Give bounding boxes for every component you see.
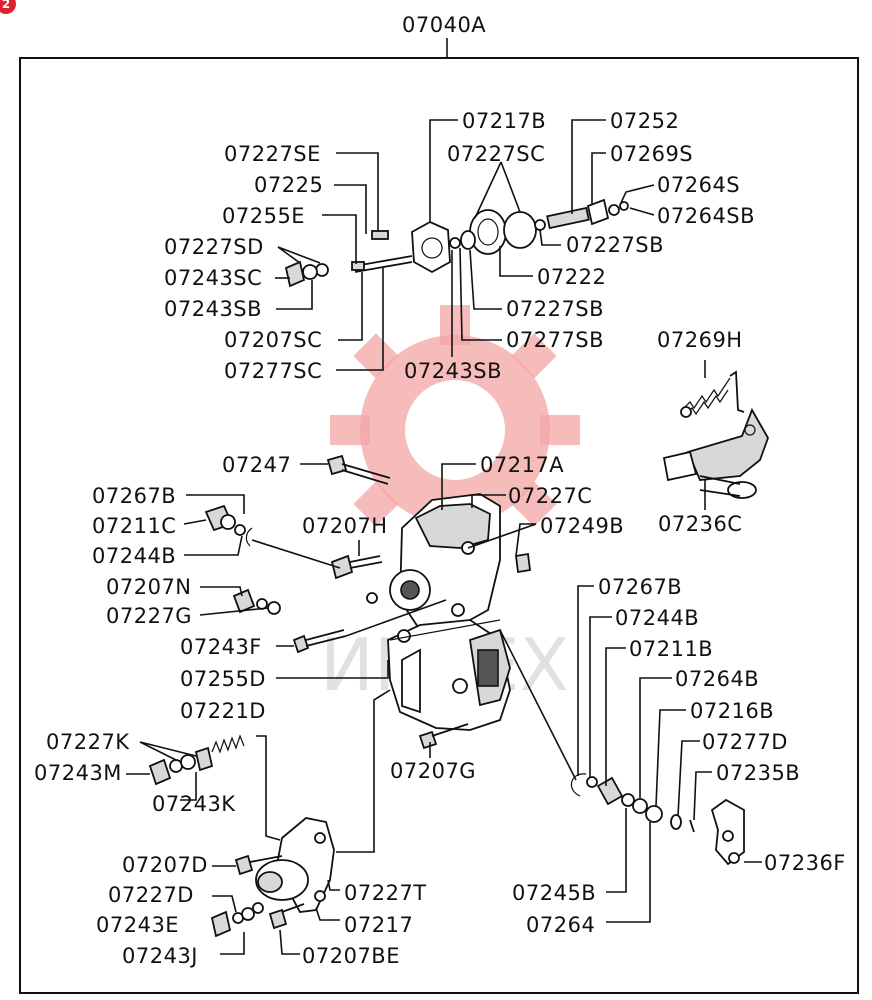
top-leader-lines xyxy=(275,119,655,371)
label-07227K: 07227K xyxy=(46,730,130,754)
label-07217B: 07217B xyxy=(462,109,546,133)
label-07277SB: 07277SB xyxy=(506,328,604,352)
label-07207BE: 07207BE xyxy=(302,944,400,968)
label-07264: 07264 xyxy=(526,913,595,937)
assembly-frame xyxy=(19,57,859,994)
label-07243SB-a: 07243SB xyxy=(164,297,262,321)
label-07249B: 07249B xyxy=(540,514,624,538)
label-07243SB-b: 07243SB xyxy=(404,359,502,383)
main-leader-lines xyxy=(183,463,537,758)
label-07227SD: 07227SD xyxy=(164,235,264,259)
label-07243SC: 07243SC xyxy=(164,266,262,290)
label-07244B-a: 07244B xyxy=(92,544,176,568)
label-07264SB: 07264SB xyxy=(657,204,755,228)
label-07243F: 07243F xyxy=(180,635,262,659)
label-07235B: 07235B xyxy=(716,761,800,785)
label-07217: 07217 xyxy=(344,913,413,937)
main-housing xyxy=(366,493,511,731)
label-07211C: 07211C xyxy=(92,514,176,538)
label-07207G: 07207G xyxy=(390,759,476,783)
label-07227SE: 07227SE xyxy=(224,142,321,166)
label-07277SC: 07277SC xyxy=(224,359,322,383)
label-07267B-a: 07267B xyxy=(92,484,176,508)
label-07269H: 07269H xyxy=(657,328,743,352)
label-07227SC: 07227SC xyxy=(447,142,545,166)
label-07255D: 07255D xyxy=(180,667,266,691)
label-assembly: 07040A xyxy=(402,13,486,37)
label-07252: 07252 xyxy=(610,109,679,133)
label-07267B-b: 07267B xyxy=(598,575,682,599)
label-07236C: 07236C xyxy=(658,512,742,536)
label-07247: 07247 xyxy=(222,453,291,477)
main-bolts xyxy=(204,454,532,750)
label-07211B: 07211B xyxy=(629,637,713,661)
label-07227G: 07227G xyxy=(106,604,192,628)
label-07243J: 07243J xyxy=(122,944,198,968)
label-07207D: 07207D xyxy=(122,853,208,877)
label-07244B-b: 07244B xyxy=(615,606,699,630)
label-07236F: 07236F xyxy=(764,851,846,875)
lower-right-leader-lines xyxy=(499,585,762,923)
label-07255E: 07255E xyxy=(222,204,305,228)
label-07264B: 07264B xyxy=(675,667,759,691)
label-07243M: 07243M xyxy=(34,761,122,785)
lower-right-valve-group xyxy=(570,773,745,866)
label-07216B: 07216B xyxy=(690,699,774,723)
lever-spring-group xyxy=(662,370,769,499)
label-07217A: 07217A xyxy=(480,453,564,477)
label-07227D: 07227D xyxy=(108,883,194,907)
page-number-badge: 2 xyxy=(0,0,16,14)
lower-left-leader-lines xyxy=(126,689,391,955)
lower-left-valve-group xyxy=(148,734,335,938)
label-07222: 07222 xyxy=(537,265,606,289)
label-07227SB-a: 07227SB xyxy=(566,233,664,257)
label-07221D: 07221D xyxy=(180,699,266,723)
label-07243E: 07243E xyxy=(96,913,179,937)
label-07269S: 07269S xyxy=(610,142,693,166)
label-07227SB-b: 07227SB xyxy=(506,297,604,321)
label-07243K: 07243K xyxy=(152,792,236,816)
label-07225: 07225 xyxy=(254,173,323,197)
label-07207N: 07207N xyxy=(106,575,192,599)
label-07207SC: 07207SC xyxy=(224,328,322,352)
label-07264S: 07264S xyxy=(657,173,740,197)
label-07245B: 07245B xyxy=(512,881,596,905)
label-07277D: 07277D xyxy=(702,730,788,754)
label-07227T: 07227T xyxy=(344,881,427,905)
label-07227C: 07227C xyxy=(508,484,592,508)
label-07207H: 07207H xyxy=(302,514,388,538)
